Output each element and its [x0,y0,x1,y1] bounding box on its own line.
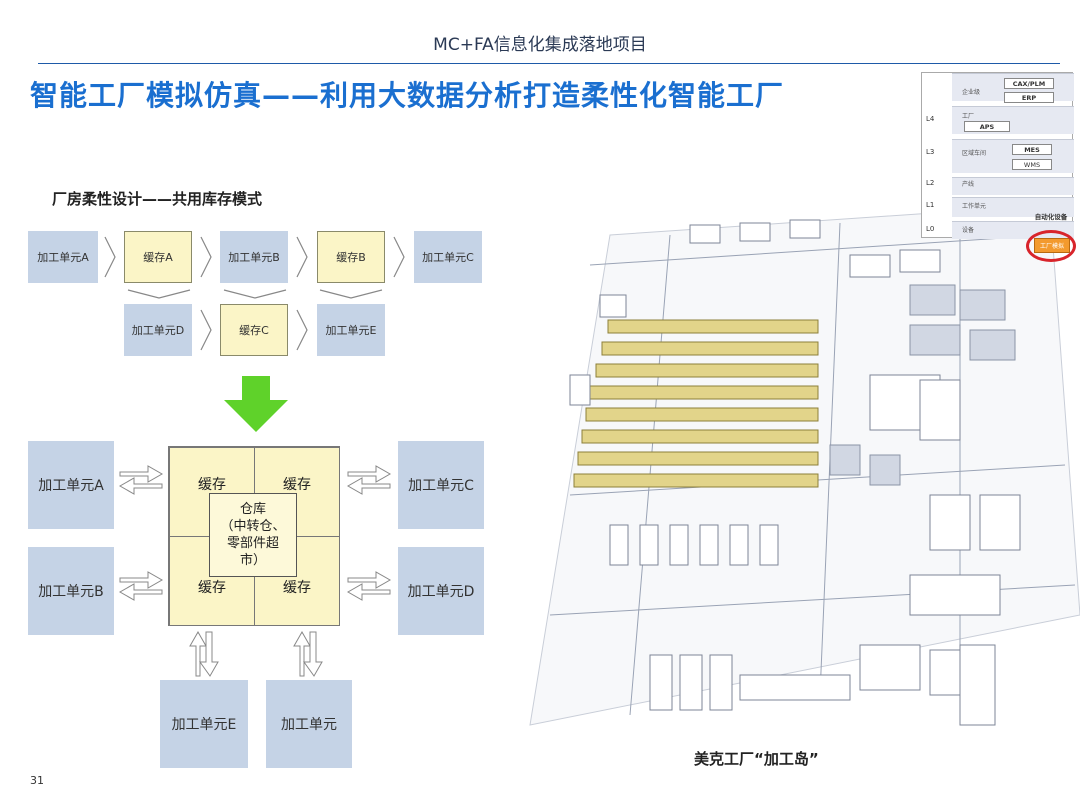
warehouse-center-line: （中转仓、 [220,519,286,534]
level-name: 企业级 [962,89,981,96]
factory-caption: 美克工厂“加工岛” [694,750,819,768]
double-arrow-left-icon [118,571,164,601]
double-arrow-right-icon [346,571,392,601]
level-box-wms: WMS [1012,159,1052,170]
level-label: L4 [926,115,935,123]
flow-chevron-icon [200,236,212,278]
flow-unit-d: 加工单元D [124,304,192,356]
page-number: 31 [30,774,44,787]
level-box-mes: MES [1012,144,1052,155]
level-name: 工作单元 [962,203,987,210]
flow-chevron-icon [200,309,212,351]
flow-chevron-icon [296,236,308,278]
flow-chevron-down-icon [223,289,287,299]
level-box-erp: ERP [1004,92,1054,103]
flow-chevron-icon [393,236,405,278]
level-name: 产线 [962,181,975,188]
automation-levels-panel: 企业级 CAX/PLM ERP L4 工厂 APS L3 区域车间 MES WM… [921,72,1074,239]
flow-unit-e: 加工单元E [317,304,385,356]
wh-unit-a: 加工单元A [28,441,114,529]
wh-unit-c: 加工单元C [398,441,484,529]
level-label: L3 [926,148,935,156]
factory-layout-illustration [529,204,1080,726]
flow-buffer-c: 缓存C [220,304,288,356]
wh-unit-d: 加工单元D [398,547,484,635]
level-band-l2 [952,177,1074,195]
flow-chevron-icon [104,236,116,278]
flow-buffer-a: 缓存A [124,231,192,283]
double-arrow-vertical-icon [189,630,219,677]
double-arrow-right-icon [346,465,392,495]
double-arrow-vertical-icon [293,630,323,677]
flow-unit-b: 加工单元B [220,231,288,283]
level-box-cax-plm: CAX/PLM [1004,78,1054,89]
warehouse-center-line: 仓库 [239,502,266,517]
header-divider [38,63,1060,64]
warehouse-center-line: 零部件超 [226,536,279,551]
slide-title: 智能工厂模拟仿真——利用大数据分析打造柔性化智能工厂 [30,79,785,112]
flow-unit-c: 加工单元C [414,231,482,283]
green-down-arrow-icon [224,376,288,432]
flow-chevron-down-icon [127,289,191,299]
level-label: L2 [926,179,935,187]
level-name: 设备 [962,227,975,234]
flow-unit-a: 加工单元A [28,231,98,283]
double-arrow-left-icon [118,465,164,495]
wh-unit-e: 加工单元E [160,680,248,768]
level-box-aps: APS [964,121,1010,132]
level-name: 工厂 [962,113,975,120]
warehouse-center: 仓库 （中转仓、 零部件超 市） [209,493,297,577]
flow-buffer-b: 缓存B [317,231,385,283]
wh-unit-f: 加工单元 [266,680,352,768]
flow-chevron-down-icon [319,289,383,299]
flex-design-subtitle: 厂房柔性设计——共用库存模式 [52,190,263,208]
project-header: MC+FA信息化集成落地项目 [433,35,647,55]
level-band-l1 [952,197,1074,217]
highlight-circle [1026,230,1076,262]
level-label: L0 [926,225,935,233]
wh-unit-b: 加工单元B [28,547,114,635]
warehouse-center-line: 市） [239,553,266,568]
flow-chevron-icon [296,309,308,351]
level-label: L1 [926,201,935,209]
level-box-automation: 自动化设备 [1034,212,1068,221]
level-name: 区域车间 [962,150,987,157]
